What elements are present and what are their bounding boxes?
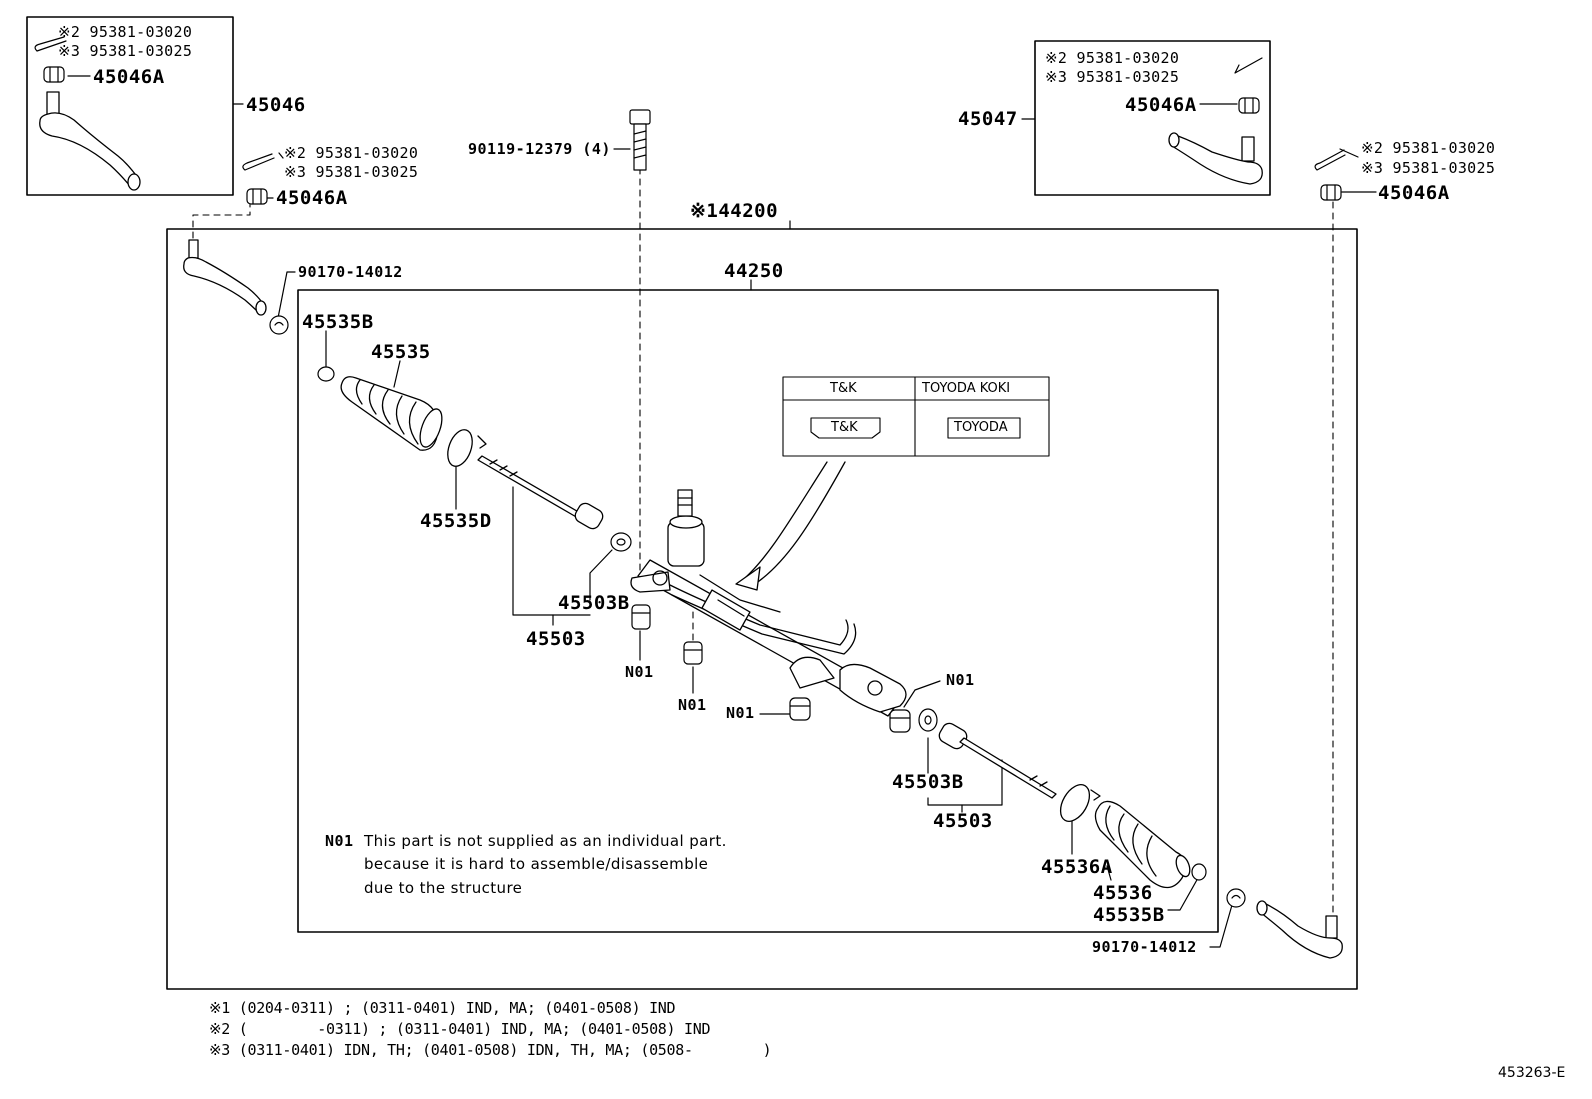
bushing-n01-b xyxy=(683,641,703,665)
inner-tie-rods xyxy=(477,455,1057,799)
left-outer-note-1: ※2 95381-03020 xyxy=(284,144,419,162)
boot-clamp-right xyxy=(1059,784,1101,822)
n01-note-line-1: This part is not supplied as an individu… xyxy=(364,832,727,850)
part-label-n01-a[interactable]: N01 xyxy=(625,663,654,681)
part-label-45503-left[interactable]: 45503 xyxy=(526,628,586,650)
top-left-note-1: ※2 95381-03020 xyxy=(58,23,193,41)
inner-tie-rod-left xyxy=(477,455,604,530)
n01-note-code: N01 xyxy=(325,832,354,850)
part-label-90170-left[interactable]: 90170-14012 xyxy=(298,263,403,281)
grease-cap-right xyxy=(1226,888,1246,908)
nut-label-45046a-right-outer[interactable]: 45046A xyxy=(1378,182,1450,204)
part-label-45047[interactable]: 45047 xyxy=(958,108,1018,130)
maker-mark-tk: T&K xyxy=(831,420,858,435)
boot-clamp-left xyxy=(447,429,487,467)
bushing-n01-c xyxy=(789,697,811,721)
subassembly-code-44250[interactable]: 44250 xyxy=(724,260,784,282)
part-label-bolt-90119[interactable]: 90119-12379 (4) xyxy=(468,140,611,158)
footnote-3: ※3 (0311-0401) IDN, TH; (0401-0508) IDN,… xyxy=(209,1041,772,1059)
boot-clip-left xyxy=(317,366,335,382)
n01-note-line-2: because it is hard to assemble/disassemb… xyxy=(364,855,709,873)
maker-table-header-tk: T&K xyxy=(830,381,857,396)
bushing-n01-d xyxy=(889,709,911,733)
top-left-tie-rod-end-box xyxy=(26,16,234,196)
maker-mark-toyoda: TOYODA xyxy=(954,420,1008,435)
boot-clip-right xyxy=(1191,863,1207,881)
footnote-2: ※2 ( -0311) ; (0311-0401) IND, MA; (0401… xyxy=(209,1020,711,1038)
mounting-bolt xyxy=(629,109,651,171)
tie-rod-end-shapes xyxy=(39,91,1343,959)
rack-boot-right xyxy=(1094,800,1191,889)
illustration-id: 453263-E xyxy=(1498,1065,1566,1081)
part-label-45536[interactable]: 45536 xyxy=(1093,882,1153,904)
inner-tie-rod-right xyxy=(938,722,1057,799)
subassembly-frame-44250 xyxy=(297,289,1219,933)
part-label-n01-d[interactable]: N01 xyxy=(946,671,975,689)
footnote-1: ※1 (0204-0311) ; (0311-0401) IND, MA; (0… xyxy=(209,999,676,1017)
part-label-45503b-right[interactable]: 45503B xyxy=(892,771,964,793)
tie-rod-end-left-outer xyxy=(183,239,267,316)
top-right-note-2: ※3 95381-03025 xyxy=(1045,68,1180,86)
castle-nut-top-left xyxy=(43,66,65,83)
part-label-45046[interactable]: 45046 xyxy=(246,94,306,116)
part-label-45503b-left[interactable]: 45503B xyxy=(558,592,630,614)
castle-nut-right-outer xyxy=(1320,184,1342,201)
part-label-45535d[interactable]: 45535D xyxy=(420,510,492,532)
part-label-90170-right[interactable]: 90170-14012 xyxy=(1092,938,1197,956)
bushing-n01-a xyxy=(631,604,651,630)
nut-label-45046a-top-right[interactable]: 45046A xyxy=(1125,94,1197,116)
part-label-45503-right[interactable]: 45503 xyxy=(933,810,993,832)
n01-note-line-3: due to the structure xyxy=(364,879,523,897)
left-outer-note-2: ※3 95381-03025 xyxy=(284,163,419,181)
tie-rod-end-top-right xyxy=(1168,132,1263,185)
top-left-note-2: ※3 95381-03025 xyxy=(58,42,193,60)
top-right-tie-rod-end-box xyxy=(1034,40,1271,196)
rack-boot-left xyxy=(340,376,443,451)
part-label-45535[interactable]: 45535 xyxy=(371,341,431,363)
assembly-code-144200[interactable]: ※144200 xyxy=(690,200,779,222)
maker-table-grid xyxy=(782,376,1050,457)
claw-washer-left xyxy=(610,532,632,552)
hardware-shapes xyxy=(34,36,1346,908)
top-right-note-1: ※2 95381-03020 xyxy=(1045,49,1180,67)
dashed-alignment-lines xyxy=(192,167,1334,916)
steering-rack-housing xyxy=(630,489,907,717)
assembly-frame-144200 xyxy=(166,228,1358,990)
nut-label-45046a-left-outer[interactable]: 45046A xyxy=(276,187,348,209)
nut-label-45046a-top-left[interactable]: 45046A xyxy=(93,66,165,88)
castle-nut-left-outer xyxy=(246,188,268,205)
grease-cap-left xyxy=(269,315,289,335)
part-label-45535b-left[interactable]: 45535B xyxy=(302,311,374,333)
part-label-45536a[interactable]: 45536A xyxy=(1041,856,1113,878)
maker-table-header-toyoda-koki: TOYODA KOKI xyxy=(922,381,1011,396)
tie-rod-end-top-left xyxy=(39,91,141,191)
right-outer-note-2: ※3 95381-03025 xyxy=(1361,159,1496,177)
claw-washer-right xyxy=(918,708,938,732)
part-label-n01-c[interactable]: N01 xyxy=(726,704,755,722)
tie-rod-end-right-outer xyxy=(1256,900,1343,959)
leader-lines xyxy=(67,75,1377,948)
part-label-n01-b[interactable]: N01 xyxy=(678,696,707,714)
right-outer-note-1: ※2 95381-03020 xyxy=(1361,139,1496,157)
boots-and-clamps xyxy=(340,376,1191,889)
castle-nut-top-right xyxy=(1238,97,1260,114)
part-label-45535b-right[interactable]: 45535B xyxy=(1093,904,1165,926)
